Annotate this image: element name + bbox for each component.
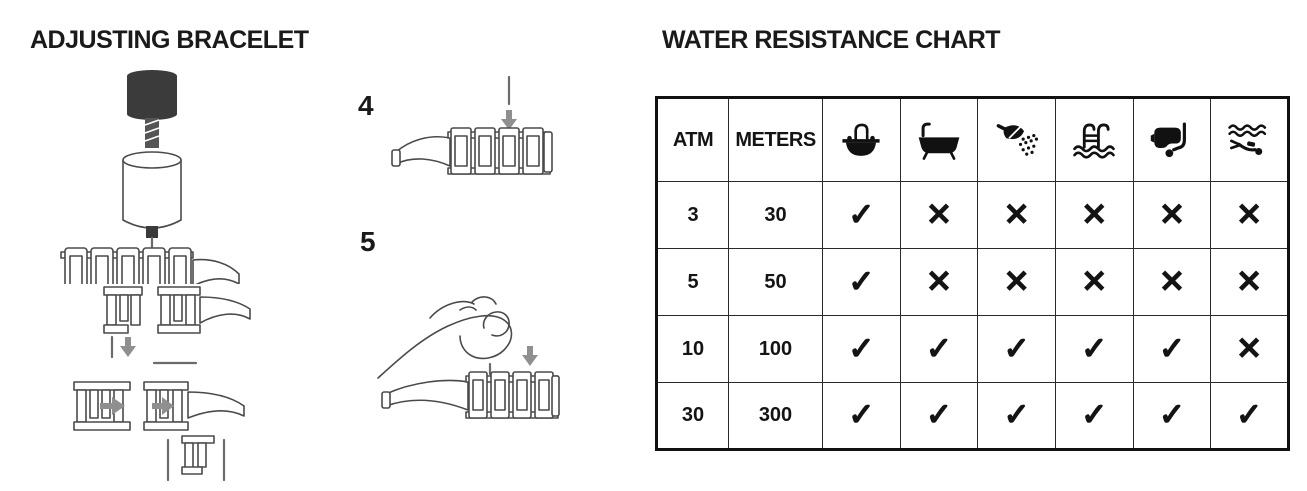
atm-value: 5 bbox=[656, 248, 729, 316]
mark-cell: ✓ bbox=[1210, 382, 1289, 450]
mark-cell: ✓ bbox=[822, 382, 901, 450]
arrow-down-icon bbox=[501, 110, 517, 130]
mark-cell: ✕ bbox=[1054, 248, 1134, 316]
bracelet-links bbox=[60, 247, 240, 284]
table-row: 3 30 ✓ ✕ ✕ ✕ ✕ ✕ bbox=[656, 181, 1289, 249]
step-4-label: 4 bbox=[358, 90, 374, 121]
step-5-label: 5 bbox=[360, 226, 376, 257]
mark-cell: ✓ bbox=[899, 382, 979, 450]
arrow-right-icon bbox=[152, 397, 174, 415]
meters-value: 50 bbox=[728, 248, 823, 316]
mark-cell: ✕ bbox=[899, 181, 979, 249]
mark-cell: ✓ bbox=[1132, 315, 1212, 383]
col-header-hand-washing bbox=[822, 97, 901, 182]
sink-icon bbox=[842, 123, 880, 156]
tool-screw bbox=[144, 118, 160, 148]
pool-ladder-icon bbox=[1073, 123, 1116, 159]
mark-cell: ✕ bbox=[1132, 181, 1212, 249]
arrow-down-icon bbox=[120, 337, 136, 357]
mark-cell: ✕ bbox=[977, 248, 1056, 316]
atm-value: 30 bbox=[656, 382, 729, 450]
mark-cell: ✓ bbox=[1054, 315, 1134, 383]
mark-cell: ✕ bbox=[1054, 181, 1134, 249]
arrow-right-icon bbox=[100, 397, 125, 415]
atm-value: 10 bbox=[656, 315, 729, 383]
table-row: 10 100 ✓ ✓ ✓ ✓ ✓ ✕ bbox=[656, 315, 1289, 383]
mark-cell: ✕ bbox=[1132, 248, 1212, 316]
link-with-clasp bbox=[157, 286, 251, 334]
arrow-down-icon bbox=[522, 346, 538, 366]
mark-cell: ✓ bbox=[1132, 382, 1212, 450]
table-row: 5 50 ✓ ✕ ✕ ✕ ✕ ✕ bbox=[656, 248, 1289, 316]
shower-icon bbox=[996, 124, 1038, 156]
mark-cell: ✕ bbox=[899, 248, 979, 316]
col-header-meters: METERS bbox=[728, 97, 823, 182]
rejoin-links-illustration bbox=[73, 381, 245, 482]
bracelet-with-clasp bbox=[381, 371, 560, 419]
col-header-atm: ATM bbox=[656, 97, 729, 182]
spare-link bbox=[181, 435, 215, 475]
bathtub-icon bbox=[918, 122, 960, 160]
tool-body bbox=[122, 151, 182, 252]
header-row: ATM METERS bbox=[656, 97, 1289, 182]
clasp-band bbox=[192, 258, 240, 284]
mark-cell: ✓ bbox=[822, 181, 901, 249]
col-header-diving bbox=[1210, 97, 1289, 182]
insert-pin-illustration bbox=[391, 75, 553, 175]
table-row: 30 300 ✓ ✓ ✓ ✓ ✓ ✓ bbox=[656, 382, 1289, 450]
mark-cell: ✓ bbox=[822, 315, 901, 383]
mark-cell: ✓ bbox=[1054, 382, 1134, 450]
adjusting-bracelet-title: ADJUSTING BRACELET bbox=[30, 26, 309, 54]
col-header-swimming bbox=[1054, 97, 1134, 182]
bracelet-with-clasp bbox=[391, 127, 553, 175]
col-header-snorkeling bbox=[1132, 97, 1212, 182]
col-header-showering bbox=[977, 97, 1056, 182]
water-resistance-table: ATM METERS bbox=[655, 96, 1290, 451]
meters-value: 100 bbox=[728, 315, 823, 383]
mark-cell: ✓ bbox=[822, 248, 901, 316]
mark-cell: ✕ bbox=[1210, 248, 1289, 316]
mark-cell: ✓ bbox=[899, 315, 979, 383]
tool-knob bbox=[127, 70, 177, 120]
col-header-bathing bbox=[899, 97, 979, 182]
single-link bbox=[103, 286, 143, 334]
water-resistance-title: WATER RESISTANCE CHART bbox=[662, 26, 1001, 54]
atm-value: 3 bbox=[656, 181, 729, 249]
scuba-diver-icon bbox=[1228, 124, 1267, 156]
meters-value: 300 bbox=[728, 382, 823, 450]
mark-cell: ✕ bbox=[1210, 181, 1289, 249]
press-pin-with-thumb-illustration bbox=[377, 296, 560, 419]
mark-cell: ✕ bbox=[1210, 315, 1289, 383]
bracelet-sizing-tool-illustration bbox=[60, 70, 240, 284]
meters-value: 30 bbox=[728, 181, 823, 249]
snorkel-mask-icon bbox=[1150, 122, 1186, 158]
hand-outline bbox=[377, 296, 513, 379]
mark-cell: ✕ bbox=[977, 181, 1056, 249]
removed-link-illustration bbox=[103, 286, 251, 365]
mark-cell: ✓ bbox=[977, 382, 1056, 450]
mark-cell: ✓ bbox=[977, 315, 1056, 383]
